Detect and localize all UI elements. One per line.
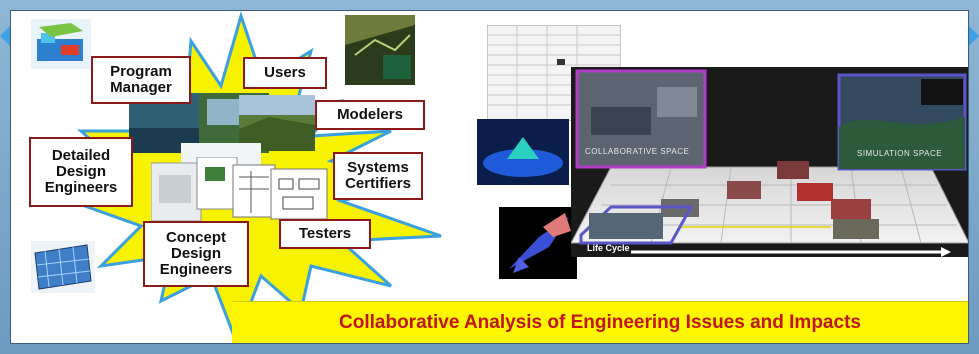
banner-title: Collaborative Analysis of Engineering Is… <box>339 311 861 333</box>
landscape-thumbnail <box>239 95 315 151</box>
slide-panel: Program Manager Users Modelers Detailed … <box>10 10 969 344</box>
engineering-drawings-thumbnail <box>151 157 328 222</box>
systems-certifiers-label: Systems Certifiers <box>345 159 411 192</box>
role-modelers: Modelers <box>315 100 425 130</box>
testers-label: Testers <box>298 225 352 242</box>
role-systems-certifiers: Systems Certifiers <box>333 152 423 200</box>
visualization-panel <box>571 67 968 257</box>
role-testers: Testers <box>279 219 371 249</box>
role-program-manager: Program Manager <box>91 56 191 104</box>
terrain-map-thumbnail <box>345 15 415 85</box>
users-label: Users <box>264 64 306 81</box>
detailed-design-engineers-label: Detailed Design Engineers <box>44 147 118 196</box>
wireframe-model-thumbnail <box>31 241 95 293</box>
jet-fighter-thumbnail <box>499 207 577 279</box>
role-concept-design-engineers: Concept Design Engineers <box>143 221 249 287</box>
aircraft-model-thumbnail <box>31 19 91 69</box>
program-manager-label: Program Manager <box>110 63 172 96</box>
modelers-label: Modelers <box>337 106 403 123</box>
title-banner: Collaborative Analysis of Engineering Is… <box>232 301 968 343</box>
terrain-3d-thumbnail <box>477 119 569 185</box>
concept-design-engineers-label: Concept Design Engineers <box>159 229 233 278</box>
simulation-space-label: SIMULATION SPACE <box>857 149 943 158</box>
role-users: Users <box>243 57 327 89</box>
life-cycle-label: Life Cycle <box>587 243 630 253</box>
role-detailed-design-engineers: Detailed Design Engineers <box>29 137 133 207</box>
collaborative-space-label: COLLABORATIVE SPACE <box>585 147 690 156</box>
